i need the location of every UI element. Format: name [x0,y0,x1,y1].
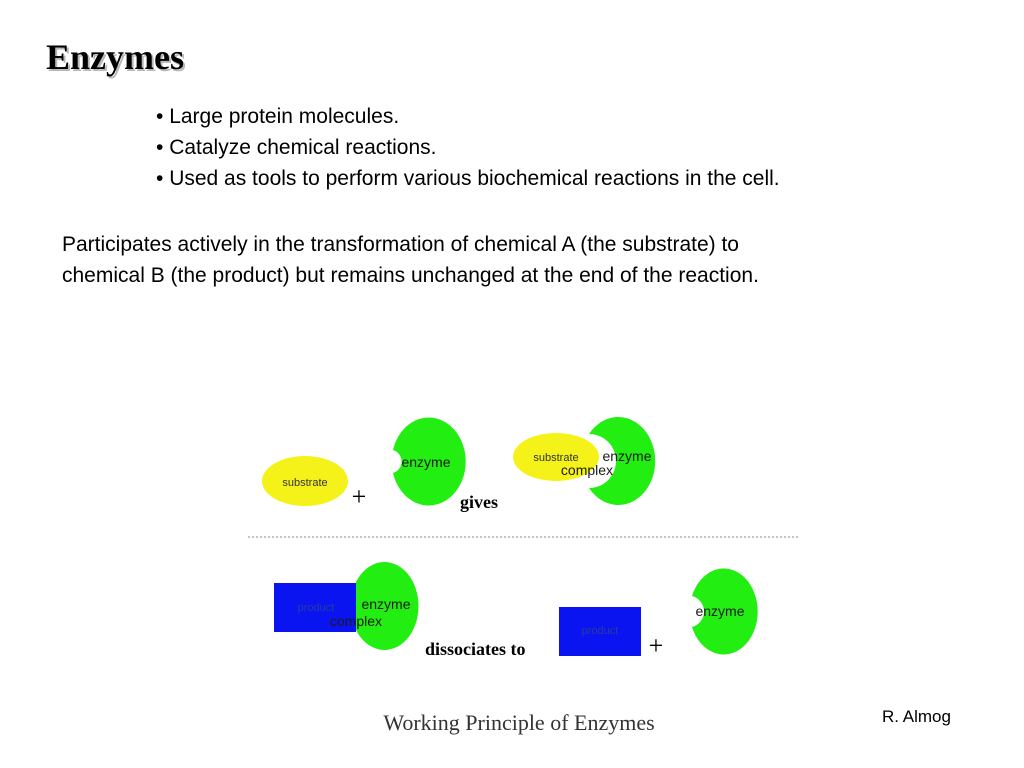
complex-substrate-label: substrate [533,452,578,464]
product-shape [559,607,641,656]
product-label: product [582,625,619,637]
complex-substrate-shape [513,433,599,481]
substrate-label: substrate [282,477,327,489]
bullet-item: Large protein molecules. [156,101,780,132]
description-paragraph: Participates actively in the transformat… [62,229,962,291]
enzyme-label: enzyme [695,603,744,619]
enzyme-label: enzyme [401,454,450,470]
complex-enzyme-label: enzyme [602,448,651,464]
paragraph-line: Participates actively in the transformat… [62,233,739,256]
bullet-item: Used as tools to perform various biochem… [156,163,779,194]
enzyme-shape [692,568,758,655]
paragraph-line: chemical B (the product) but remains unc… [62,264,759,287]
author-credit: R. Almog [882,707,951,726]
complex-enzyme-shape [356,562,419,651]
diagram-caption: Working Principle of Enzymes [383,710,654,735]
plus-sign: + [649,631,664,660]
complex-label: complex [330,613,382,629]
dissociates-label: dissociates to [425,639,526,659]
bullet-item: Catalyze chemical reactions. [156,132,780,163]
plus-sign: + [352,482,367,511]
product-label: product [298,602,335,614]
gives-label: gives [460,492,498,512]
product-shape [274,583,356,632]
complex-label: complex [561,462,613,478]
bullet-list: Large protein molecules. Catalyze chemic… [156,101,780,194]
enzyme-shape [393,417,466,506]
complex-enzyme-shape [589,417,656,506]
complex-enzyme-label: enzyme [361,596,410,612]
slide-title: Enzymes [46,37,184,77]
substrate-shape [262,456,348,506]
